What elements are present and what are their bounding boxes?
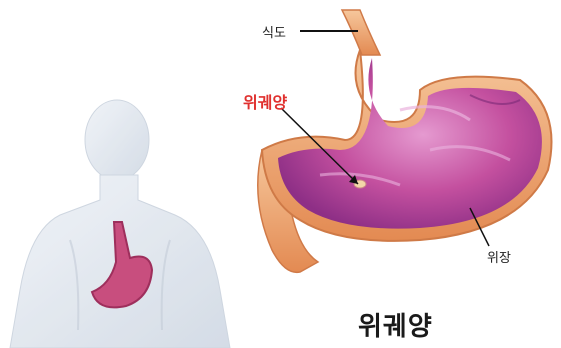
caption-title: 위궤양 (358, 306, 433, 343)
ulcer-label: 위궤양 (243, 89, 287, 113)
stomach-cutaway (258, 10, 552, 272)
esophagus-label: 식도 (262, 22, 286, 41)
stomach-label: 위장 (487, 247, 511, 266)
